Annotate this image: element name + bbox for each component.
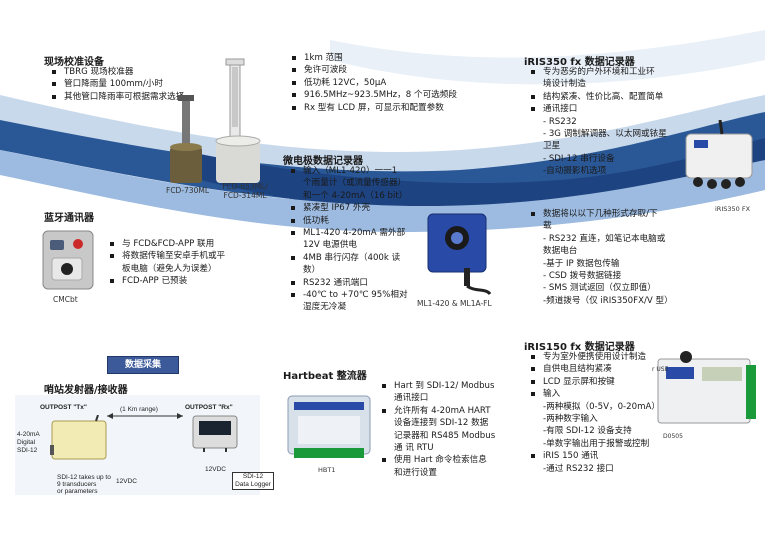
range-arrow-icon: [107, 413, 183, 419]
iris150-device-image: [657, 351, 756, 424]
list-item: iRIS 150 通讯: [527, 450, 697, 462]
field-cal-list: TBRG 现场校准器 管口降雨量 100mm/小时 其他管口降雨率可根据需求选择: [48, 66, 248, 103]
hbt1-caption: HBT1: [318, 466, 336, 474]
tx-inputs-label: 4-20mA Digital SDI-12: [17, 431, 40, 455]
list-item: 自供电且结构紧凑: [527, 363, 697, 375]
list-item: 专为室外便携使用设计制造: [527, 351, 697, 363]
list-subitem: -两种模拟（0-5V，0-20mA）输入: [543, 401, 678, 412]
list-item: 低功耗: [287, 215, 417, 227]
list-item: 4MB 串行闪存（400k 读数）: [287, 252, 417, 277]
list-item: RS232 通讯端口: [287, 277, 417, 289]
list-subitem: 数据电台: [543, 246, 578, 257]
list-item: 紧凑型 IP67 外壳: [287, 202, 417, 214]
list-item: 通讯接口: [527, 103, 687, 115]
iris150-tag-1: r USE: [652, 366, 669, 373]
list-item: 使用 Hart 命令检索信息和进行设置: [378, 454, 508, 479]
list-subitem: -自动摄影机选项: [543, 166, 607, 177]
rx-device-image: [192, 415, 238, 452]
iris350-title: iRIS350 fx 数据记录器: [524, 57, 635, 68]
list-item: 将数据传输至安卓手机或平板电脑（避免人为误差）: [106, 250, 266, 275]
input-line: SDI-12: [17, 447, 38, 454]
list-subitem: - RS232 直连，如笔记本电脑或: [543, 233, 666, 244]
list-subitem: - CSD 拨号数据链接: [543, 271, 622, 282]
logger-line: SDI-12: [242, 473, 264, 480]
list-item: 数据将以以下几种形式存取/下载: [527, 208, 687, 233]
caption-line: FCD-314ML: [223, 191, 267, 200]
note-line: 9 transducers: [57, 481, 97, 488]
list-subitem: - 3G 调制解调器、以太网或铱星: [543, 129, 667, 140]
list-item: LCD 显示屏和按键: [527, 376, 697, 388]
list-subitem: -有限 SDI-12 设备支持: [543, 426, 632, 437]
list-subitem: 卫星: [543, 141, 561, 152]
note-line: or parameters: [57, 488, 98, 495]
list-item: 专为恶劣的户外环境和工业环境设计制造: [527, 66, 687, 91]
outpost-rx-label: OUTPOST "Rx": [185, 404, 233, 411]
tx-vdc-label: 12VDC: [116, 478, 137, 485]
tx-device-image: [50, 415, 107, 460]
sdi-logger-box: SDI-12 Data Logger: [232, 472, 274, 490]
iris350-access-list: 数据将以以下几种形式存取/下载 - RS232 直连，如笔记本电脑或 数据电台 …: [527, 208, 687, 307]
cmcbt-caption: CMCbt: [53, 295, 78, 304]
list-item: 其他管口降雨率可根据需求选择: [48, 91, 248, 103]
list-item: FCD-APP 已预装: [106, 275, 266, 287]
sdi-note: SDI-12 takes up to 9 transducers or para…: [57, 474, 111, 495]
list-subitem: -单数字输出用于报警或控制: [543, 438, 650, 449]
bluetooth-list: 与 FCD&FCD-APP 联用 将数据传输至安卓手机或平板电脑（避免人为误差）…: [106, 238, 266, 288]
iris150-title: iRIS150 fx 数据记录器: [524, 342, 635, 353]
field-cal-title: 现场校准设备: [44, 57, 104, 68]
radio-features-list: 1km 范围 免许可波段 低功耗 12VC，50μA 916.5MHz~923.…: [288, 52, 508, 114]
list-subitem: -频道拨号（仅 iRIS350FX/V 型）: [543, 295, 673, 306]
list-subitem: -通过 RS232 接口: [543, 463, 614, 474]
logger-line: Data Logger: [235, 481, 271, 488]
list-subitem: -基于 IP 数据包传输: [543, 258, 620, 269]
list-item: 结构紧凑、性价比高、配置简单: [527, 91, 687, 103]
fcd653-caption: FCD-653ML/ FCD-314ML: [220, 182, 270, 200]
rx-vdc-label: 12VDC: [205, 466, 226, 473]
hartbeat-title: Hartbeat 整流器: [283, 371, 367, 382]
list-item: TBRG 现场校准器: [48, 66, 248, 78]
iris350-list: 专为恶劣的户外环境和工业环境设计制造 结构紧凑、性价比高、配置简单 通讯接口 -…: [527, 66, 687, 178]
microlog-title: 微电极数据记录器: [283, 156, 363, 167]
list-item: 输入: [527, 388, 697, 400]
radio-title: 哨站发射器/接收器: [44, 385, 128, 396]
bluetooth-title: 蓝牙通讯器: [44, 213, 94, 224]
list-item: 1km 范围: [288, 52, 508, 64]
input-line: 4-20mA: [17, 431, 40, 438]
ml1-caption: ML1-420 & ML1A-FL: [417, 299, 492, 308]
cmcbt-device-image: [42, 230, 94, 290]
iris350-device-image: [685, 120, 753, 189]
fcd730-caption: FCD-730ML: [166, 186, 209, 195]
range-label: (1 Km range): [120, 406, 158, 413]
list-item: 916.5MHz~923.5MHz，8 个可选频段: [288, 89, 508, 101]
iris350-caption: iRIS350 FX: [715, 205, 751, 213]
note-line: SDI-12 takes up to: [57, 474, 111, 481]
list-item: -40℃ to +70℃ 95%相对湿度无冷凝: [287, 289, 417, 314]
list-item: 免许可波段: [288, 64, 508, 76]
hbt1-device-image: [287, 395, 371, 458]
list-subitem: - SMS 测试返回（仅立即值）: [543, 283, 656, 294]
iris150-list: 专为室外便携使用设计制造 自供电且结构紧凑 LCD 显示屏和按键 输入 -两种模…: [527, 351, 697, 475]
ml1-device-image: [427, 213, 492, 296]
list-item: 管口降雨量 100mm/小时: [48, 78, 248, 90]
data-acquisition-heading: 数据采集: [107, 356, 179, 374]
list-item: Rx 型有 LCD 屏，可显示和配置参数: [288, 102, 508, 114]
list-subitem: -两种数字输入: [543, 414, 598, 425]
list-subitem: - RS232: [543, 116, 577, 127]
input-line: Digital: [17, 439, 36, 446]
list-subitem: - SDI-12 串行设备: [543, 153, 615, 164]
iris150-tag-2: D0505: [663, 433, 683, 440]
list-item: 与 FCD&FCD-APP 联用: [106, 238, 266, 250]
list-item: 低功耗 12VC，50μA: [288, 77, 508, 89]
outpost-tx-label: OUTPOST "Tx": [40, 404, 87, 411]
calibrator-image: [170, 58, 261, 183]
caption-line: FCD-653ML/: [222, 182, 268, 191]
